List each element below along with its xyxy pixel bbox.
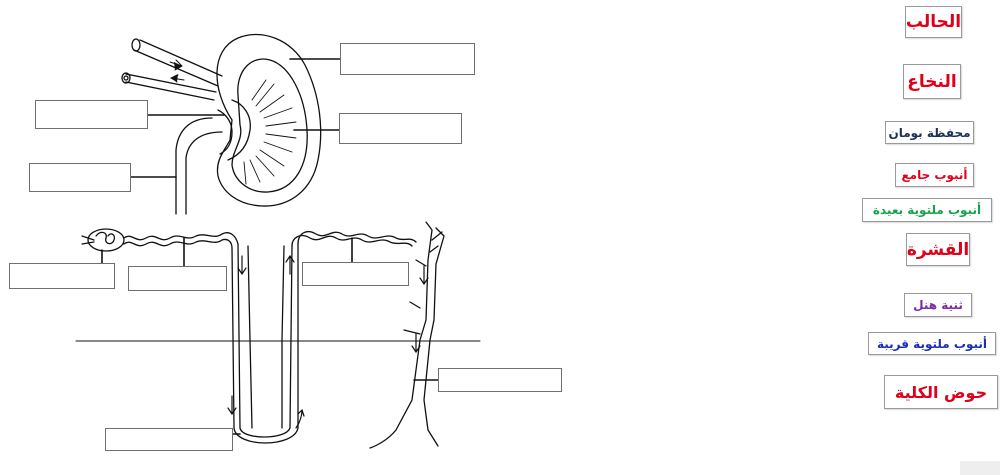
answer-box-cortex[interactable]: [340, 43, 475, 75]
answer-box-pelvis[interactable]: [35, 100, 148, 129]
label-card-pelvis[interactable]: حوض الكلية: [884, 375, 998, 409]
answer-box-distal[interactable]: [302, 262, 409, 286]
arrow-icon: [227, 254, 429, 429]
kidney-nephron-diagram: [75, 33, 481, 449]
answer-box-medulla[interactable]: [339, 113, 462, 144]
answer-box-bowman[interactable]: [9, 263, 115, 289]
vessel-flow-arrows: [170, 62, 182, 82]
label-card-distal[interactable]: أنبوب ملتوية بعيدة: [862, 198, 992, 222]
label-card-proximal[interactable]: أنبوب ملتوية قريبة: [868, 332, 996, 355]
label-card-cortex[interactable]: القشرة: [906, 233, 970, 266]
corner-mark: [960, 461, 1000, 475]
answer-box-henle[interactable]: [105, 428, 233, 451]
label-card-ureter[interactable]: الحالب: [905, 6, 962, 38]
answer-box-ureter[interactable]: [29, 163, 131, 192]
answer-box-proximal[interactable]: [128, 266, 227, 291]
kidney-drawing: [121, 33, 322, 215]
label-card-bowman[interactable]: محفظة بومان: [885, 121, 974, 144]
label-card-medulla[interactable]: النخاع: [903, 64, 961, 99]
nephron-drawing: [81, 221, 445, 449]
answer-box-collecting[interactable]: [438, 368, 562, 392]
label-card-henle[interactable]: ثنية هنل: [904, 293, 972, 317]
label-card-collecting[interactable]: أنبوب جامع: [895, 163, 974, 187]
leader-lines: [101, 58, 439, 435]
